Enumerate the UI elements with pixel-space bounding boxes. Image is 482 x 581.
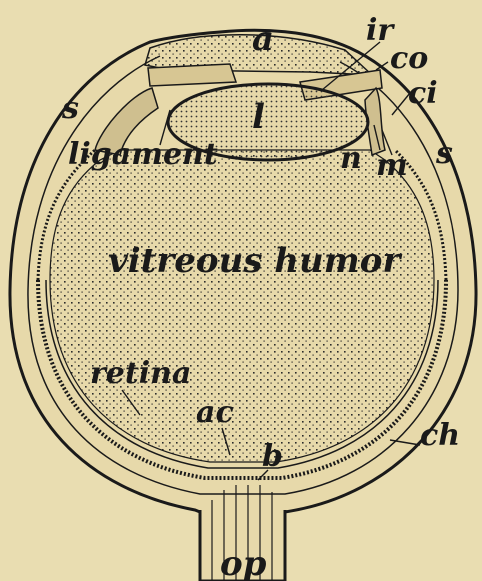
label-vitreous-humor: vitreous humor [108,241,402,281]
label-l: l [252,97,265,137]
label-ch: ch [420,418,460,453]
label-a: a [252,19,274,59]
label-s-left: s [61,91,79,126]
label-s-right: s [435,136,453,171]
vitreous-body [50,150,434,462]
label-retina: retina [90,356,191,391]
label-op: op [220,544,267,581]
label-b: b [262,439,283,474]
label-ligament: ligament [68,137,218,172]
label-ci: ci [408,76,438,111]
label-co: co [390,41,428,76]
label-m: m [376,148,408,183]
label-ac: ac [196,395,234,430]
label-n: n [340,141,362,176]
